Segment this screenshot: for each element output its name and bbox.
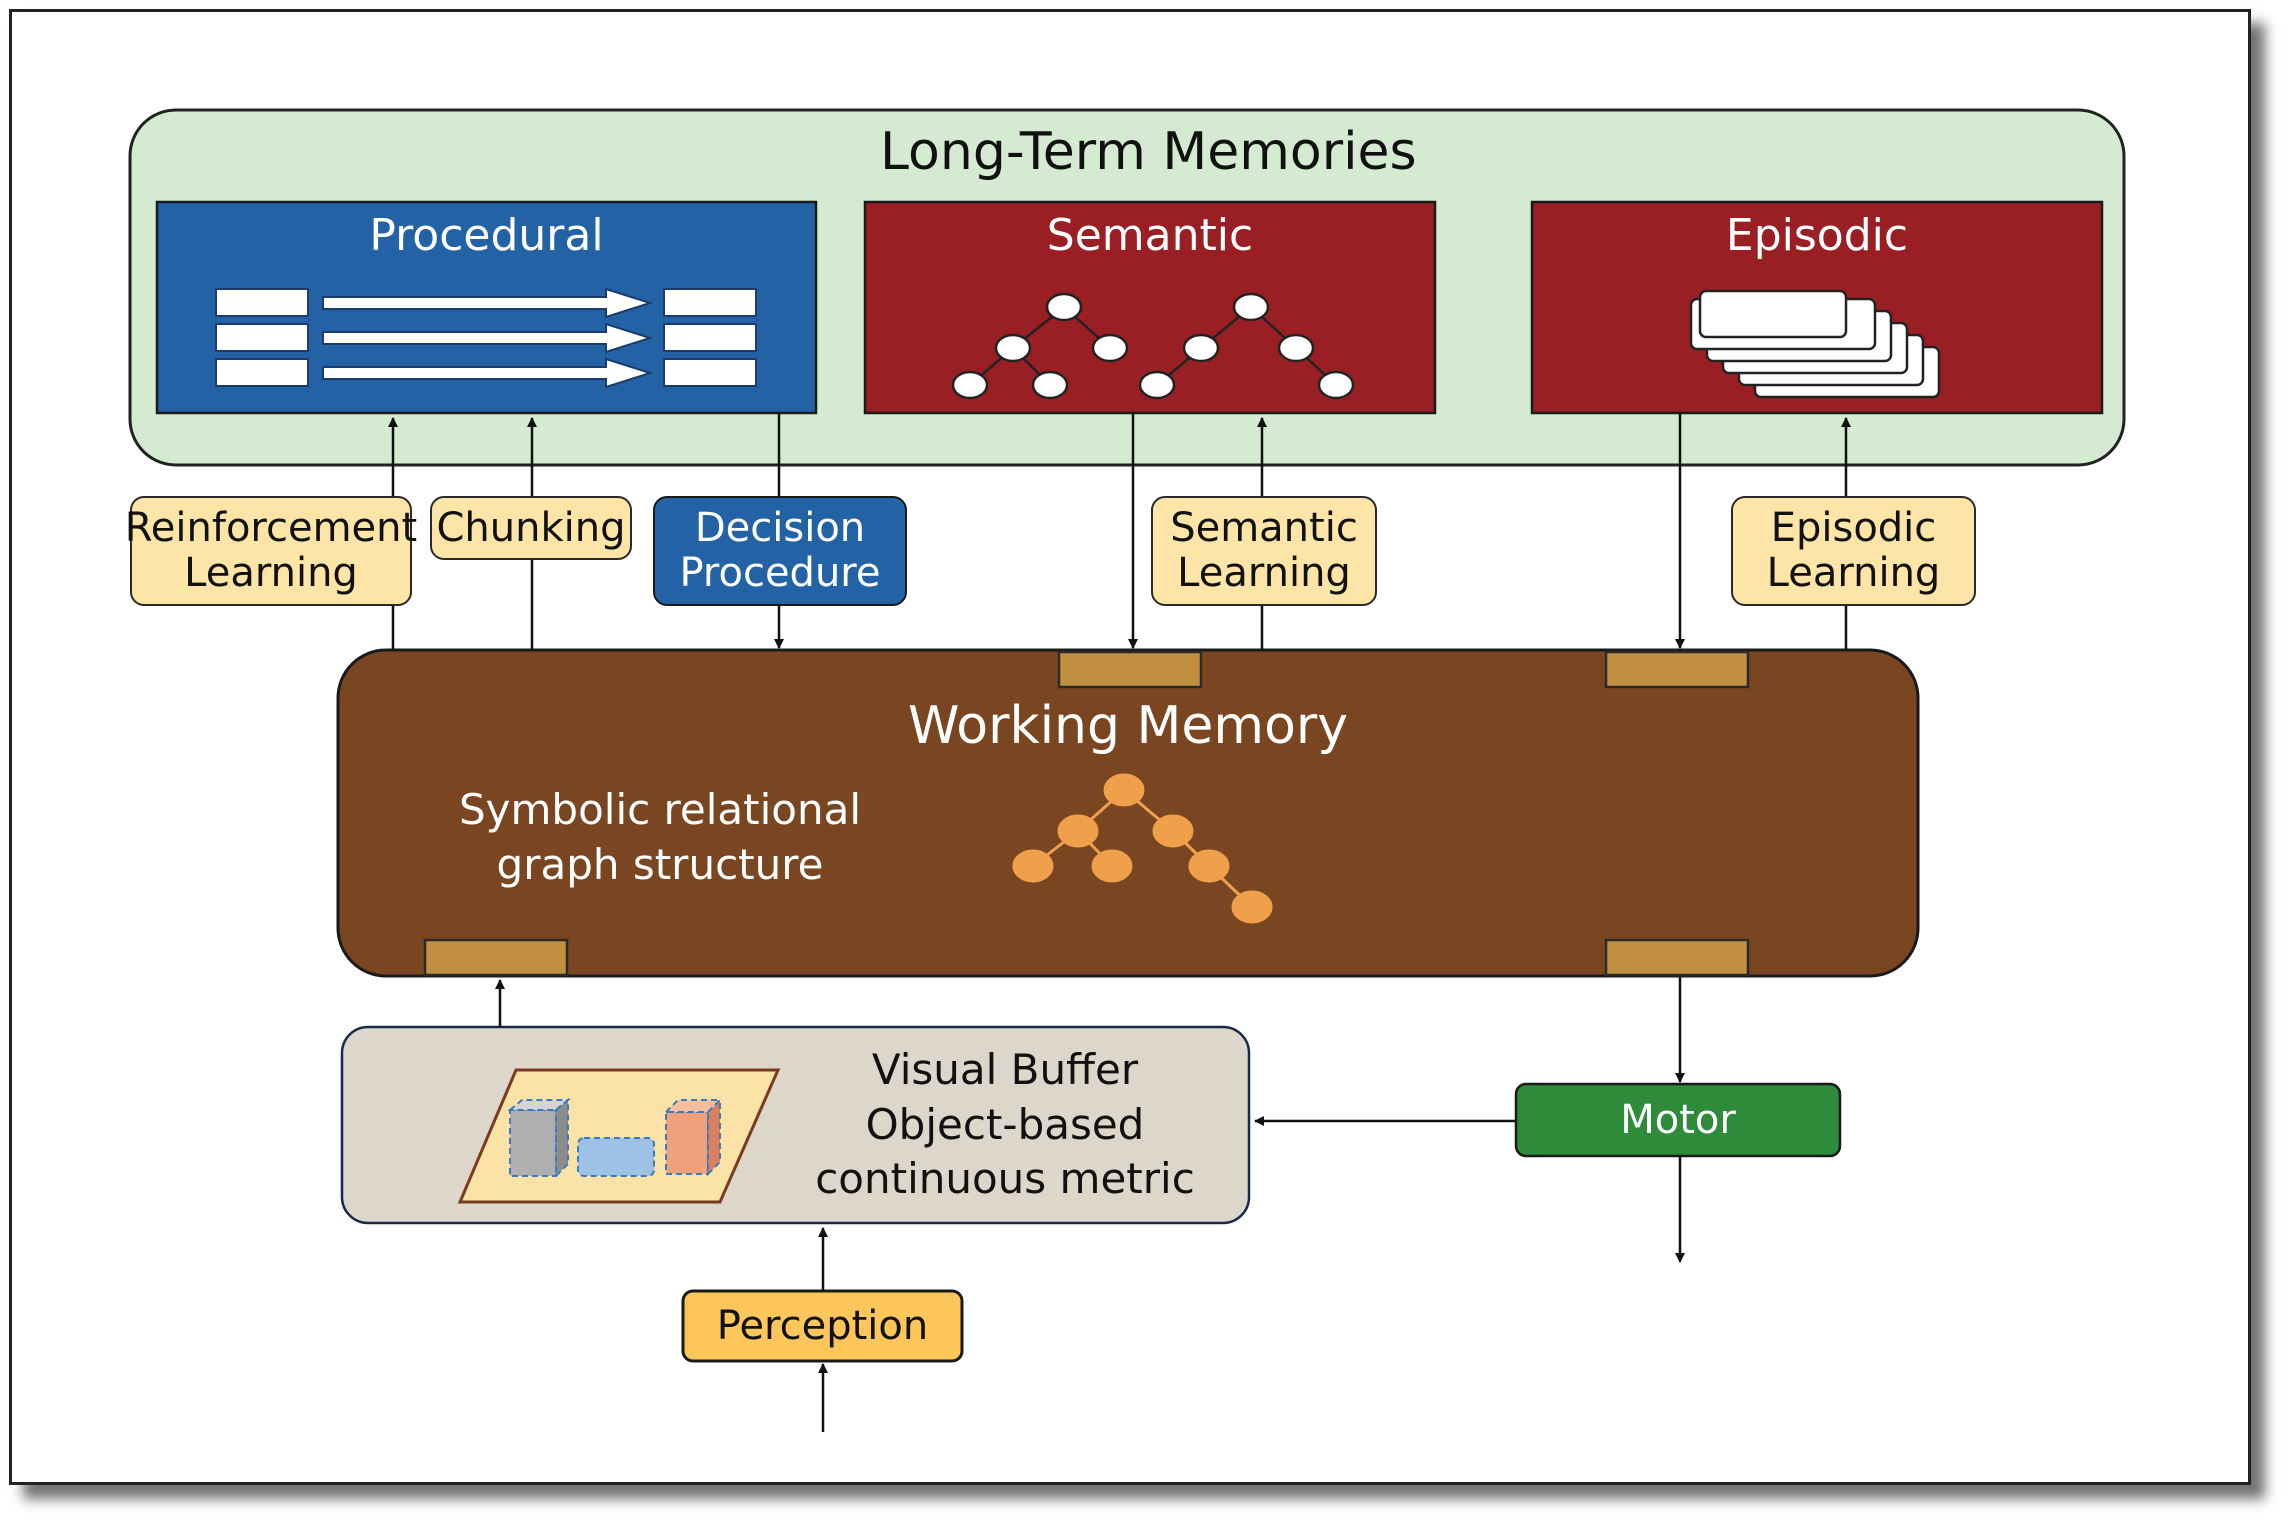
procedural-rules-icon: [215, 287, 757, 389]
visual-scene-icon: [457, 1068, 781, 1204]
wm-slot-episodic: [1604, 650, 1750, 689]
semantic-tree-icon: [951, 292, 1355, 400]
procedural-label: Procedural: [369, 210, 604, 261]
reinforcement-learning-box: Reinforcement Learning: [125, 496, 417, 606]
episodic-learning-box: Episodic Learning: [1731, 496, 1976, 606]
wm-slot-perception: [423, 938, 569, 977]
semantic-learning-box: Semantic Learning: [1151, 496, 1377, 606]
decision-procedure-box: Decision Procedure: [653, 496, 907, 606]
semantic-label: Semantic: [1046, 210, 1254, 261]
chunking-box: Chunking: [430, 496, 632, 560]
working-memory-graph-icon: [1012, 773, 1273, 924]
visual-buffer-text: Visual Buffer Object-based continuous me…: [815, 1045, 1195, 1204]
working-memory-panel: [336, 648, 1920, 978]
wm-slot-semantic: [1057, 650, 1203, 689]
wm-slot-motor: [1604, 938, 1750, 977]
episodic-label: Episodic: [1725, 210, 1909, 261]
motor-label: Motor: [1620, 1096, 1736, 1143]
working-memory-subtitle: Symbolic relational graph structure: [458, 785, 861, 889]
working-memory-title: Working Memory: [907, 696, 1349, 756]
perception-label: Perception: [716, 1302, 929, 1349]
episodic-cards-icon: [1689, 289, 1941, 399]
long-term-memories-title: Long-Term Memories: [880, 122, 1417, 182]
